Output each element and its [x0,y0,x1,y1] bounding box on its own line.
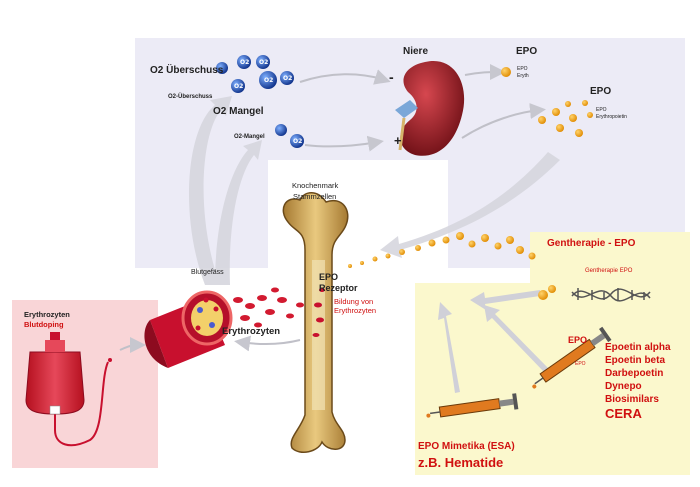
o2-molecule-label: O2 [283,75,292,82]
formation-label: Bildung von [334,297,374,306]
o2-molecule-label: O2 [264,77,273,84]
gene-therapy-label: Gentherapie EPO [585,268,633,274]
epo-stream [348,232,556,300]
blood-panel-title: Erythrozyten [24,310,70,319]
formation-erythrocytes-label: Erythrozyten [334,306,377,315]
drug-item: Biosimilars [605,394,659,405]
erythrocytes-label: Erythrozyten [222,326,281,337]
blood-bag-icon [25,332,112,447]
hematide-label: z.B. Hematide [418,455,504,470]
epo-label-top: EPO [516,46,538,57]
o2-molecules [216,55,304,148]
o2-lack-label: O2-Mangel [234,134,265,140]
eryth-small-label: Eryth [517,73,529,79]
epo-syringe-label: EPO [568,335,588,345]
therapy-arrows [438,290,550,393]
o2-molecule-label: O2 [293,138,302,145]
drug-item: CERA [605,406,642,421]
epo-syringe-small-label: EPO [575,361,586,367]
erythrocyte-stream [233,287,304,328]
epo-small-label: EPO [596,107,607,113]
gene-therapy-title: Gentherapie - EPO [547,238,636,249]
mimetics-label: EPO Mimetika (ESA) [418,441,515,452]
o2-molecule-label: O2 [259,59,268,66]
blood-vessel-icon [144,290,233,368]
epo-molecules-right [538,100,593,137]
blood-vessel-label: Blutgefäss [191,269,224,276]
flow-arrows [188,96,560,285]
red-cells-bone [312,288,325,337]
positive-feedback-sign: + [394,133,402,148]
kidney-icon [395,60,465,156]
thin-arrows [119,64,546,354]
blood-doping-label: Blutdoping [24,320,64,329]
kidney-label: Niere [403,46,429,57]
o2-molecule-label: O2 [240,59,249,66]
stem-cells-label: Stammzellen [293,192,337,201]
receptor-label: Rezeptor [319,283,358,293]
epo-therapy-panel [415,283,690,475]
epo-receptor-label: EPO [319,272,339,282]
drug-item: Epoetin beta [605,355,666,366]
drug-item: Dynepo [605,381,642,392]
epo-molecules-top [501,67,511,77]
o2-surplus-label: O2-Überschuss [168,94,213,100]
o2-surplus-title: O2 Überschuss [150,65,224,76]
epo-small-label: EPO [517,66,528,72]
syringe-icon [532,326,612,389]
epo-label-right: EPO [590,86,612,97]
drug-item: Darbepoetin [605,368,664,379]
bone-marrow-label: Knochenmark [292,181,339,190]
erythropoietin-small-label: Erythropoietin [596,114,627,120]
dna-icon [571,288,651,302]
gene-therapy-panel [530,232,690,290]
o2-lack-title: O2 Mangel [213,106,264,117]
syringe-icon [426,393,519,418]
drug-item: Epoetin alpha [605,342,671,353]
o2-molecule-label: O2 [234,83,243,90]
negative-feedback-sign: - [389,69,394,85]
bone-icon [282,192,349,454]
